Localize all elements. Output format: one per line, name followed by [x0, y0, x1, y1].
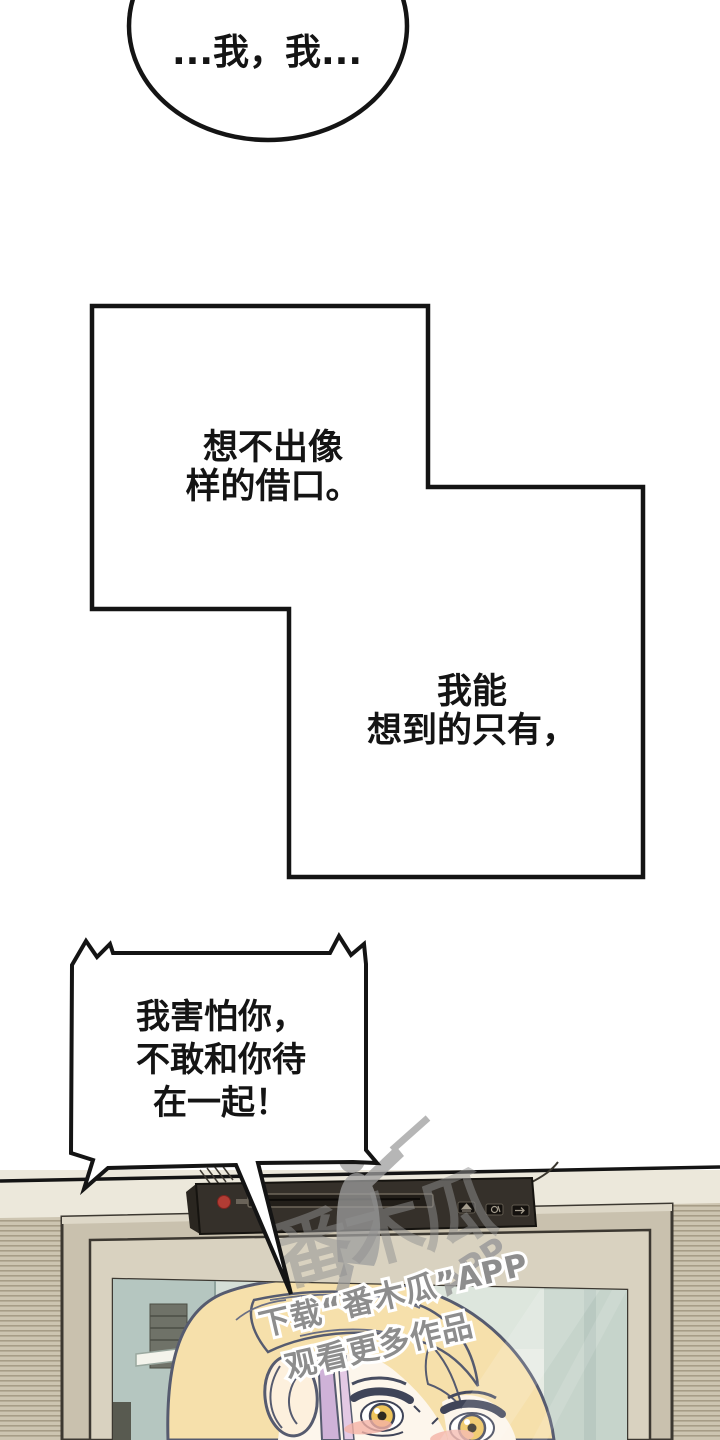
- purple-strand: [316, 1351, 342, 1440]
- tray-slot: [254, 1198, 421, 1201]
- right-pupil: [467, 1423, 477, 1433]
- eye-corner-ticks: [413, 1405, 439, 1425]
- screen-reflection: [440, 1290, 600, 1440]
- screen-reflection-2: [532, 1290, 627, 1440]
- narration-panel: [89, 303, 646, 880]
- right-eye-highlight: [464, 1419, 470, 1425]
- left-eye-highlight: [374, 1408, 380, 1414]
- blonde-character: [166, 1279, 556, 1440]
- bang-tip: [424, 1342, 463, 1409]
- hatch-marks: [199, 1163, 234, 1187]
- right-eyebrow: [447, 1390, 497, 1400]
- television: [60, 1202, 674, 1440]
- left-eyebrow: [351, 1376, 407, 1386]
- top-bubble-text: ...我，我...: [171, 32, 363, 73]
- shout-line-3: 在一起！: [153, 1083, 289, 1123]
- building-right-shade: [584, 1279, 596, 1440]
- blind-slats: [150, 1315, 187, 1353]
- pink-strand: [337, 1355, 355, 1440]
- narration-1-line-1: 想不出像: [202, 428, 343, 468]
- narration-2-line-1: 我能: [436, 672, 507, 712]
- left-striped-panel: [0, 1217, 62, 1440]
- mascot-arm: [360, 1146, 404, 1190]
- ear-inner-lines: [269, 1365, 298, 1429]
- shout-bubble-text: 我害怕你， 不敢和你待 在一起！: [73, 996, 369, 1125]
- power-icon-bar: [497, 1205, 501, 1213]
- ear: [263, 1354, 319, 1438]
- mascot-stick: [389, 1115, 431, 1153]
- shout-line-2: 不敢和你待: [136, 1040, 306, 1080]
- right-striped-panel: [672, 1203, 720, 1440]
- dark-window: [113, 1402, 131, 1440]
- tv-screen-content: [113, 1279, 627, 1440]
- speech-bubble-top: [126, 0, 410, 143]
- shout-line-1: 我害怕你，: [136, 997, 306, 1037]
- hair-strand-lines: [235, 1293, 421, 1339]
- left-pupil: [377, 1411, 387, 1421]
- mascot-body: [336, 1172, 381, 1266]
- left-upper-lash: [350, 1387, 414, 1404]
- dvd-logo: [217, 1195, 231, 1209]
- power-icon: [490, 1205, 499, 1214]
- eject-icon: [460, 1203, 473, 1212]
- narration-2-line-2: 想到的只有，: [366, 711, 577, 751]
- left-blush: [344, 1419, 392, 1435]
- hair-bangs: [249, 1290, 480, 1387]
- play-icon: [515, 1207, 525, 1214]
- narration-1-line-2: 样的借口。: [185, 467, 361, 507]
- narration-text-2: 我能 想到的只有，: [322, 673, 622, 751]
- tv-room-illustration: 番木瓜 APP: [0, 1115, 720, 1440]
- right-upper-lash: [440, 1399, 506, 1418]
- shout-bubble: [68, 932, 382, 1295]
- dvd-brand-text: [236, 1199, 256, 1204]
- right-blush: [430, 1429, 474, 1440]
- narration-text-1: 想不出像 样的借口。: [123, 429, 423, 507]
- mascot-leg: [336, 1262, 354, 1292]
